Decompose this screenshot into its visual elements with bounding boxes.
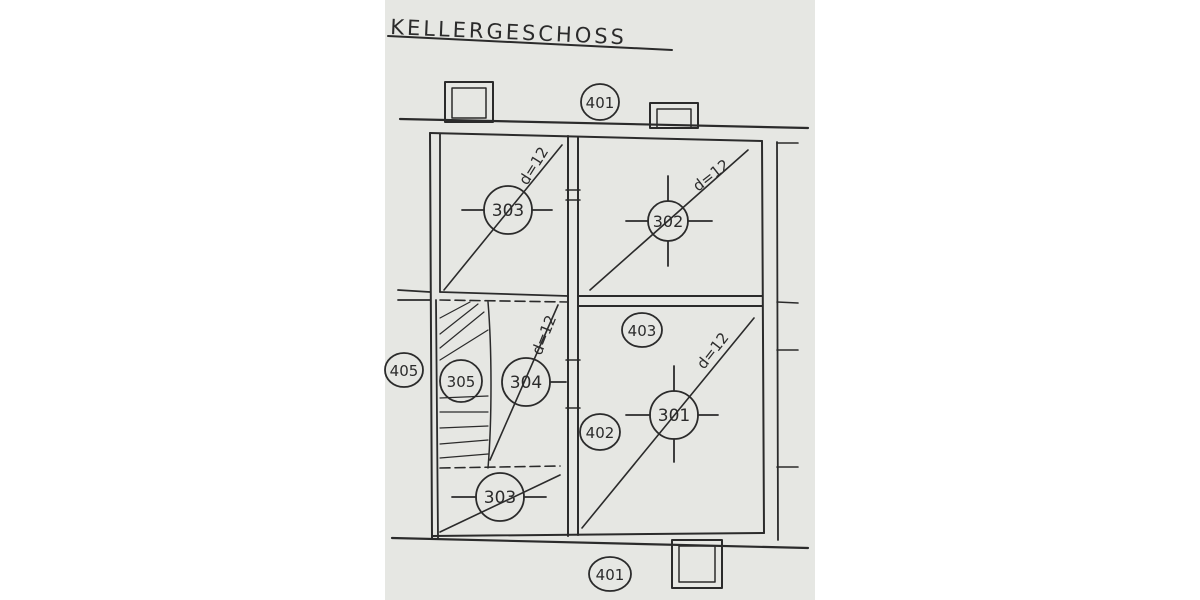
room-tag-303-top: 303 xyxy=(492,201,524,221)
chimney-top-right-inner xyxy=(656,108,692,129)
wall-tag-401-top: 401 xyxy=(586,94,615,112)
wall-right-line-2 xyxy=(776,141,779,541)
wall-left-partition-upper xyxy=(439,291,569,297)
wall-tag-402: 402 xyxy=(586,424,615,442)
wall-marker-405 xyxy=(384,352,424,388)
span-line-center-left xyxy=(489,304,559,461)
span-line-bottom-left xyxy=(439,474,561,533)
wall-bottom-inner xyxy=(431,532,765,537)
stair-landing-line xyxy=(439,465,561,469)
thickness-label-top-left: d=12 xyxy=(515,144,552,188)
wall-bottom-outer xyxy=(390,536,810,550)
wall-marker-401-bottom xyxy=(588,556,632,592)
chimney-bottom-inner xyxy=(678,545,716,583)
chimney-bottom xyxy=(671,539,723,589)
wall-left-line-3 xyxy=(435,299,439,539)
room-tag-304: 304 xyxy=(510,373,542,393)
wall-marker-402 xyxy=(579,413,621,451)
room-marker-305 xyxy=(439,359,483,403)
room-marker-303-top xyxy=(461,185,553,235)
wall-left-line-1 xyxy=(429,132,433,539)
span-line-top-right xyxy=(589,149,749,291)
wall-right-line-1 xyxy=(761,140,765,534)
wall-marker-403 xyxy=(621,312,663,348)
thickness-label-center-left: d=12 xyxy=(528,313,560,358)
chimney-top-left-inner xyxy=(451,87,487,119)
span-line-bottom-right xyxy=(581,317,755,529)
wall-top-outer xyxy=(398,117,810,130)
room-marker-301 xyxy=(625,365,719,463)
room-marker-302 xyxy=(625,175,713,267)
stair-right-stringer xyxy=(487,301,492,469)
wall-tag-405: 405 xyxy=(390,362,419,380)
title-underline xyxy=(387,35,673,51)
wall-marker-401-top xyxy=(580,83,620,121)
room-marker-303-bottom xyxy=(451,472,547,522)
room-tag-303-bottom: 303 xyxy=(484,488,516,508)
plan-title: KELLERGESCHOSS xyxy=(390,15,628,49)
wall-top-inner xyxy=(429,132,763,142)
room-tag-302: 302 xyxy=(653,212,684,231)
wall-stub-left-upper xyxy=(397,289,431,293)
room-tag-301: 301 xyxy=(658,406,690,426)
wall-tag-401-bottom: 401 xyxy=(596,566,625,584)
thickness-label-top-right: d=12 xyxy=(689,156,733,196)
chimney-top-left xyxy=(444,81,494,123)
span-line-top-left xyxy=(443,144,563,291)
wall-left-partition-dashed xyxy=(439,299,569,303)
room-marker-304 xyxy=(501,357,567,407)
room-tag-305: 305 xyxy=(447,373,476,391)
wall-stub-right-2 xyxy=(776,301,799,304)
wall-tag-403: 403 xyxy=(628,322,657,340)
